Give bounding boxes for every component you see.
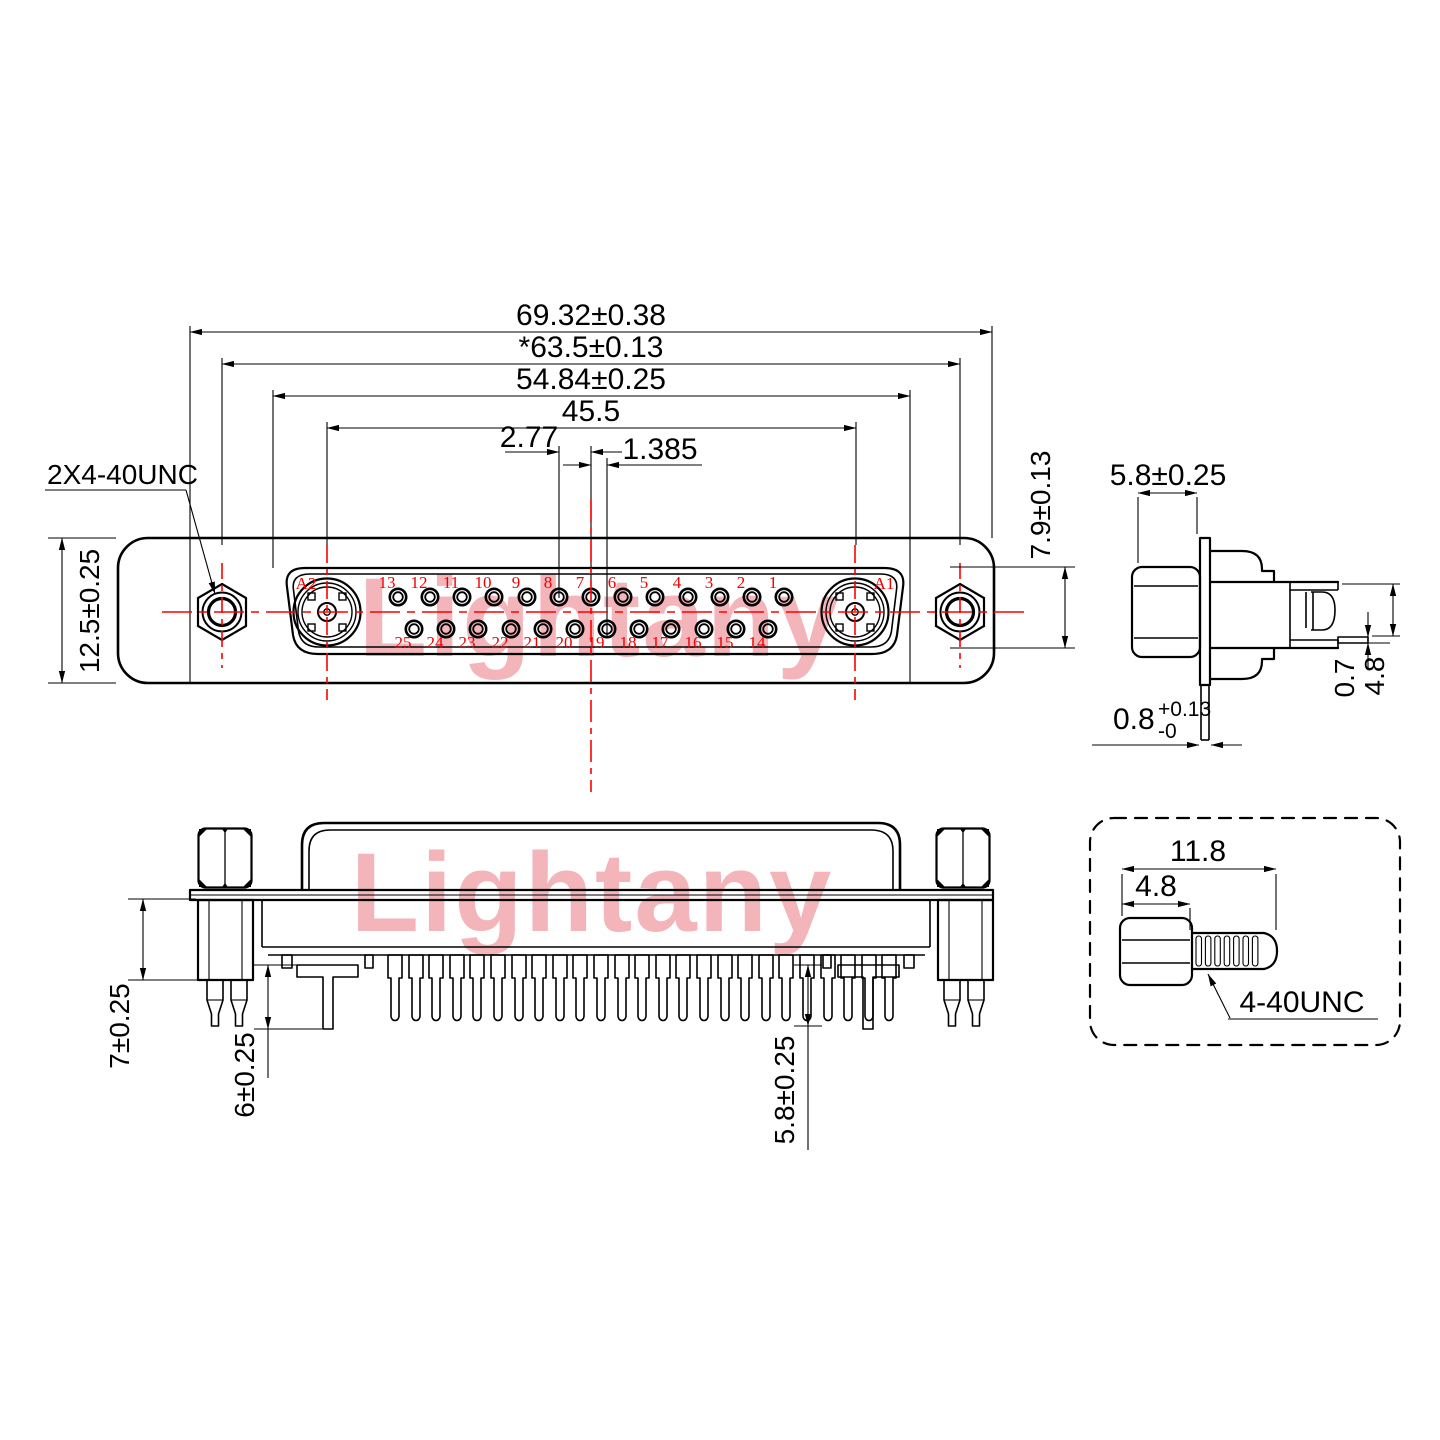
screw-detail: 11.8 4.8 4-40UNC [1088,816,1402,1047]
svg-text:9: 9 [512,573,521,592]
d-cutout-inner [292,573,898,648]
svg-text:13: 13 [379,573,396,592]
side-dimensions: 5.8±0.25 4.8 0.7 0.8 +0.13 -0 [1092,459,1400,749]
svg-text:19: 19 [588,633,605,652]
svg-text:24: 24 [427,633,445,652]
dim-pin-length: 5.8±0.25 [769,1036,800,1145]
screw-thread-callout: 4-40UNC [1239,986,1364,1019]
coax-label-a1: A1 [874,574,895,593]
boardlock-right [936,898,995,1027]
svg-text:10: 10 [475,573,492,592]
dim-screw-spacing: *63.5±0.13 [519,331,664,364]
bottom-shell-inner [308,829,894,890]
bottom-jackscrew-right [935,827,991,889]
dim-flange-thickness: 0.8 [1113,703,1155,736]
svg-text:14: 14 [749,633,767,652]
dim-slot-width: 54.84±0.25 [516,363,666,396]
dim-flange-height: 12.5±0.25 [74,549,105,673]
side-body-bottom [1208,646,1276,681]
front-housing-outline [116,536,996,685]
svg-text:5: 5 [640,573,649,592]
screw-dimensions: 11.8 4.8 4-40UNC [1121,835,1378,1020]
dim-boardlock-length: 7±0.25 [104,983,135,1068]
dim-flange-tol-plus: +0.13 [1158,698,1211,721]
svg-text:7: 7 [576,573,585,592]
screw-shaft [1190,931,1279,971]
screw-head [1118,916,1194,987]
dim-pin-pitch: 2.77 [500,421,558,454]
side-body-top [1208,549,1276,584]
side-jackscrew-head [1130,565,1202,659]
centerlines [162,500,1026,792]
boardlock-left [196,898,255,1027]
front-dimensions: 69.32±0.38 *63.5±0.13 54.84±0.25 45.5 2.… [45,299,1075,684]
svg-text:12: 12 [411,573,428,592]
svg-text:22: 22 [492,633,509,652]
bottom-shell-outer [300,821,902,890]
dim-flange-tol-minus: -0 [1158,720,1177,743]
dim-coax-spacing: 45.5 [562,395,620,428]
dim-screw-head-length: 4.8 [1135,870,1177,903]
svg-text:6: 6 [608,573,617,592]
bottom-view: 7±0.25 6±0.25 5.8±0.25 [104,821,995,1150]
pin-number-labels: A2 A1 13 12 11 10 9 8 7 6 5 4 3 2 1 25 2… [296,573,895,652]
svg-text:3: 3 [705,573,714,592]
svg-text:11: 11 [443,573,459,592]
svg-text:17: 17 [652,633,670,652]
svg-text:18: 18 [620,633,637,652]
side-view: 5.8±0.25 4.8 0.7 0.8 +0.13 -0 [1092,459,1400,749]
svg-text:16: 16 [685,633,702,652]
watermark-front: Lightany [359,555,842,680]
detail-border [1088,816,1402,1047]
coax-bracket-left [281,954,374,1030]
d-cutout-outer [285,566,905,656]
dim-screw-total-length: 11.8 [1170,835,1226,868]
svg-text:1: 1 [769,573,778,592]
dim-contact-height: 4.8 [1359,657,1390,696]
front-view: A2 A1 13 12 11 10 9 8 7 6 5 4 3 2 1 25 2… [45,299,1075,792]
bottom-jackscrew-left [197,827,253,889]
coax-label-a2: A2 [296,574,317,593]
dim-row-offset: 1.385 [622,433,697,466]
side-socket-contact [1305,591,1336,631]
svg-text:8: 8 [544,573,553,592]
svg-text:15: 15 [717,633,734,652]
thread-callout: 2X4-40UNC [47,459,198,490]
svg-text:20: 20 [556,633,573,652]
coax-bracket-right [822,954,915,1030]
bottom-bracket-plate [188,888,995,902]
dim-pin-thickness: 0.7 [1329,659,1360,698]
bottom-dimensions: 7±0.25 6±0.25 5.8±0.25 [104,898,822,1150]
side-flange [1198,536,1212,687]
dim-insert-height: 7.9±0.13 [1025,451,1056,560]
svg-text:4: 4 [673,573,682,592]
dim-coax-leg-length: 6±0.25 [229,1032,260,1117]
svg-text:2: 2 [737,573,746,592]
dim-overall-width: 69.32±0.38 [516,299,666,332]
svg-text:21: 21 [524,633,541,652]
svg-text:23: 23 [459,633,476,652]
svg-text:25: 25 [395,633,412,652]
dim-screw-protrusion: 5.8±0.25 [1110,459,1227,492]
watermark-bottom: Lightany [351,830,834,955]
side-solder-pin [1337,636,1369,644]
